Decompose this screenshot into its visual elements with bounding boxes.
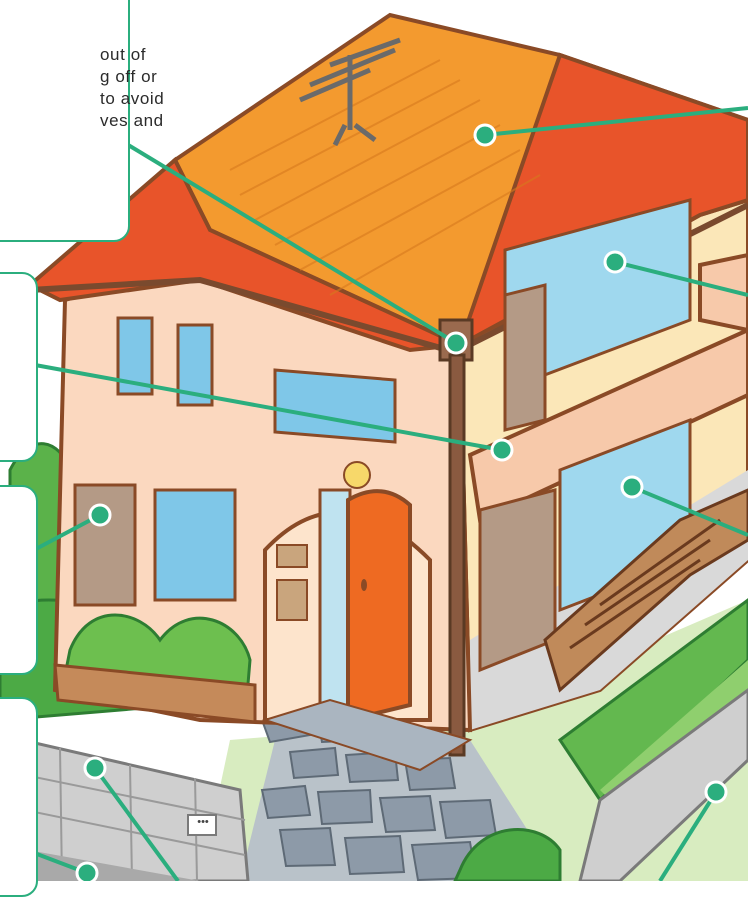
dot-upper-wall — [605, 252, 625, 272]
dot-balcony — [492, 440, 512, 460]
callout-gutter-line-4: ves and — [100, 110, 210, 132]
dot-street — [77, 863, 97, 881]
dot-roof — [475, 125, 495, 145]
dot-fence — [706, 782, 726, 802]
dot-hedge — [85, 758, 105, 778]
callout-gutter-text: out of g off or to avoid ves and — [100, 44, 210, 132]
callout-balcony — [0, 272, 38, 462]
callout-fence — [0, 697, 38, 897]
callout-gutter-line-3: to avoid — [100, 88, 210, 110]
ground-windows — [75, 485, 235, 605]
callout-shutter — [0, 485, 38, 675]
dot-shutter — [90, 505, 110, 525]
intercom-label: ••• — [191, 816, 215, 828]
dot-gutter — [446, 333, 466, 353]
callout-gutter: out of g off or to avoid ves and — [0, 0, 130, 242]
callout-gutter-line-2: g off or — [100, 66, 210, 88]
callout-gutter-line-1: out of — [100, 44, 210, 66]
dot-window — [622, 477, 642, 497]
